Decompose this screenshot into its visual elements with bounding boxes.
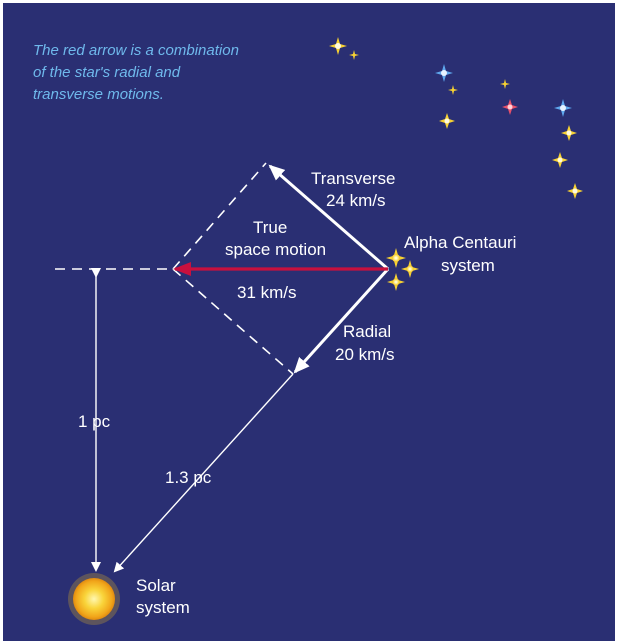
motion-diagram: The red arrow is a combination of the st… — [33, 37, 583, 625]
alpha-centauri-star-b — [401, 260, 419, 278]
star-field — [329, 37, 583, 199]
star-yellow — [448, 85, 458, 95]
solar-system-label: Solar — [136, 576, 176, 595]
diagram-panel: The red arrow is a combination of the st… — [3, 3, 615, 641]
star-yellow — [567, 183, 583, 199]
star-yellow — [561, 125, 577, 141]
alpha-centauri-stars — [386, 248, 419, 291]
sun-icon — [68, 573, 120, 625]
star-blue — [435, 64, 453, 82]
transverse-arrow — [268, 164, 389, 271]
alpha-centauri-star-c — [387, 273, 405, 291]
radial-label: Radial — [343, 322, 391, 341]
alpha-centauri-label: Alpha Centauri — [404, 233, 516, 252]
star-yellow — [500, 79, 510, 89]
parallelogram-dashed-lines — [55, 162, 294, 375]
star-blue — [554, 99, 572, 117]
one-parsec-label: 1 pc — [78, 412, 111, 431]
caption-line-1: The red arrow is a combination — [33, 42, 239, 59]
dashed-upper-edge — [172, 162, 267, 270]
dashed-lower-edge — [172, 268, 294, 375]
distance-arrow — [113, 373, 294, 573]
caption-line-2: of the star's radial and — [33, 64, 181, 81]
star-yellow — [552, 152, 568, 168]
star-yellow — [439, 113, 455, 129]
true-motion-speed-label: 31 km/s — [237, 283, 297, 302]
solar-system-label-2: system — [136, 598, 190, 617]
alpha-centauri-star-a — [386, 248, 406, 268]
star-red — [502, 99, 518, 115]
star-yellow — [349, 50, 359, 60]
transverse-label: Transverse — [311, 169, 395, 188]
transverse-speed-label: 24 km/s — [326, 191, 386, 210]
star-yellow — [329, 37, 347, 55]
radial-arrow — [293, 267, 390, 374]
alpha-centauri-label-2: system — [441, 256, 495, 275]
caption-line-3: transverse motions. — [33, 86, 164, 103]
distance-label: 1.3 pc — [165, 468, 212, 487]
radial-speed-label: 20 km/s — [335, 345, 395, 364]
true-motion-label: True — [253, 218, 287, 237]
true-motion-label-2: space motion — [225, 240, 326, 259]
